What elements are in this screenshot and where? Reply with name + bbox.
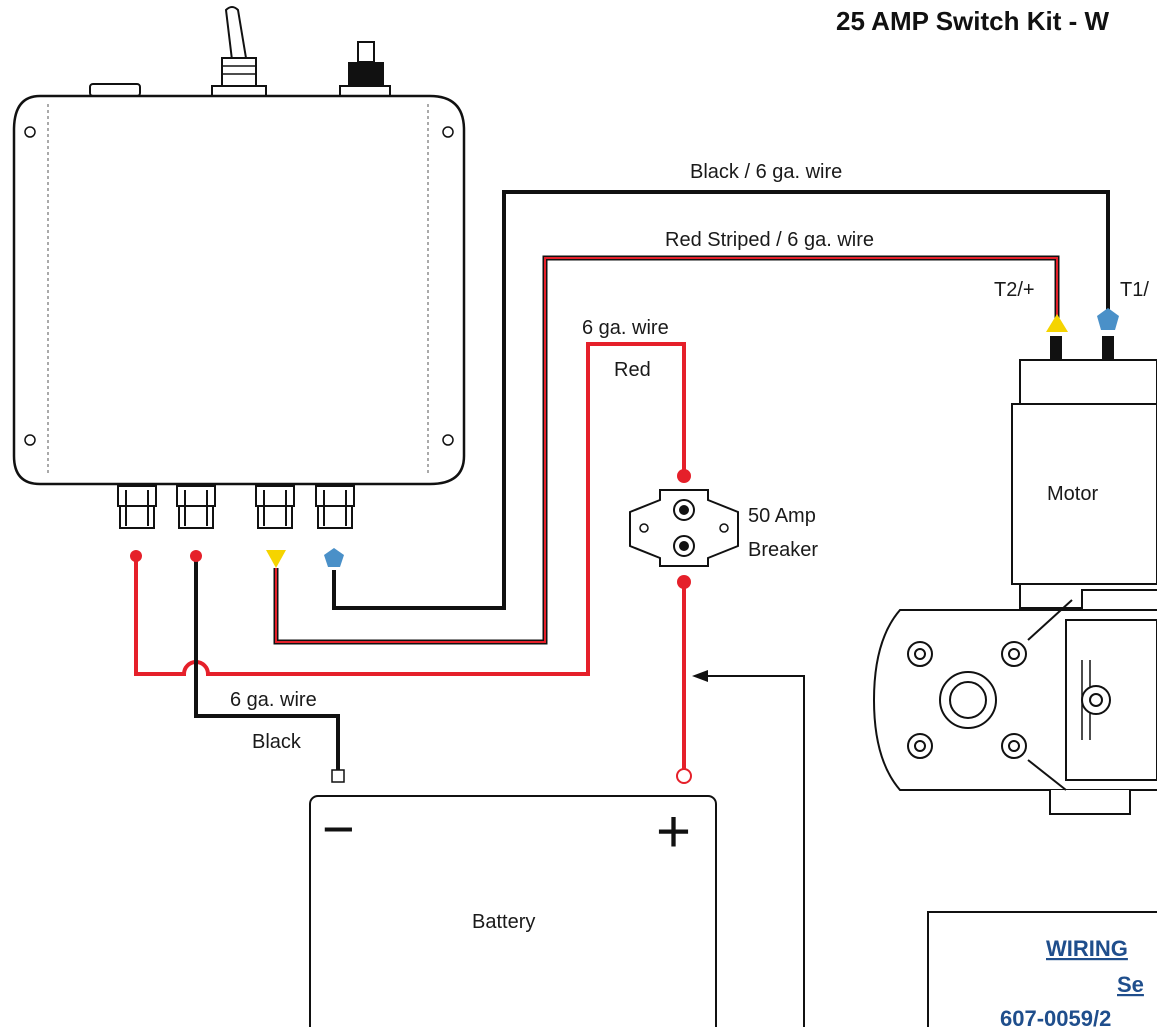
terminal-connector-icon	[176, 485, 216, 529]
blue-pentagon-icon	[324, 548, 344, 567]
toggle-switch-icon	[211, 6, 267, 97]
wire-red-breaker	[134, 342, 686, 676]
red-dot-icon	[677, 575, 691, 589]
blue-pentagon-icon	[1097, 308, 1119, 330]
box-terminals	[117, 485, 355, 529]
screw-hole-icon	[24, 126, 36, 138]
label-t2: T2/+	[994, 279, 1035, 301]
yellow-triangle-icon	[1046, 314, 1068, 332]
negative-terminal-icon	[331, 769, 345, 783]
label-motor: Motor	[1047, 483, 1098, 505]
info-box	[927, 911, 1157, 1027]
label-black-gauge: 6 ga. wire	[230, 689, 317, 711]
info-box-link-2[interactable]: Se	[1117, 972, 1144, 997]
label-red-gauge: 6 ga. wire	[582, 317, 669, 339]
label-black-wire: Black / 6 ga. wire	[690, 161, 842, 183]
arrow-left-icon	[692, 670, 708, 682]
bolt-icon	[1001, 733, 1027, 759]
red-dot-icon	[190, 550, 202, 562]
wire-black-motor	[332, 190, 1110, 610]
terminal-connector-icon	[315, 485, 355, 529]
red-dot-icon	[130, 550, 142, 562]
switch-box	[12, 6, 466, 486]
red-dot-icon	[677, 469, 691, 483]
info-box-link-3[interactable]: 607-0059/2	[1000, 1006, 1111, 1027]
battery-minus-sign: −	[322, 797, 355, 860]
screw-hole-icon	[442, 126, 454, 138]
battery	[309, 795, 717, 1027]
screw-hole-icon	[24, 434, 36, 446]
terminal-connector-icon	[255, 485, 295, 529]
label-red-color: Red	[614, 359, 651, 381]
label-breaker-line1: 50 Amp	[748, 505, 816, 527]
info-box-link-1[interactable]: WIRING	[1046, 936, 1128, 961]
label-battery: Battery	[472, 911, 535, 933]
motor	[872, 336, 1157, 815]
screw-hole-icon	[442, 434, 454, 446]
diagram-title: 25 AMP Switch Kit - W	[836, 6, 1109, 36]
bolt-icon	[1001, 641, 1027, 667]
label-red-striped-wire: Red Striped / 6 ga. wire	[665, 229, 874, 251]
wire-black-battery	[194, 556, 340, 772]
label-t1: T1/	[1120, 279, 1149, 301]
knob-icon	[339, 41, 391, 97]
bolt-icon	[907, 641, 933, 667]
terminal-connector-icon	[117, 485, 157, 529]
battery-plus-sign: +	[656, 798, 691, 865]
yellow-triangle-icon	[266, 550, 286, 568]
label-black-color: Black	[252, 731, 302, 753]
arrow-pointer	[692, 670, 805, 1027]
bolt-icon	[907, 733, 933, 759]
label-breaker-line2: Breaker	[748, 539, 818, 561]
breaker	[629, 489, 739, 567]
cap-icon	[89, 83, 141, 97]
positive-terminal-icon	[676, 768, 692, 784]
